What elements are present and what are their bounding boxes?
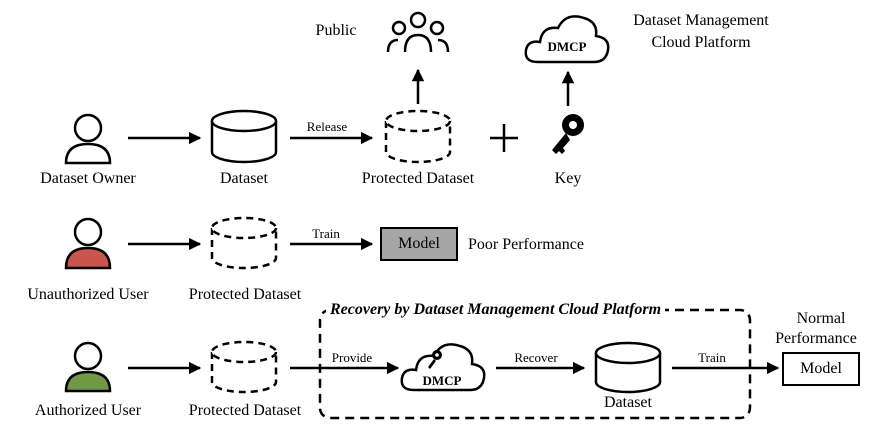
cloud-title-line2: Cloud Platform (651, 34, 751, 51)
dmcp-cloud-icon-2 (400, 343, 486, 392)
public-group-icon (386, 11, 450, 53)
key-label: Key (554, 170, 582, 187)
dataset-owner-label: Dataset Owner (40, 170, 136, 187)
dataset-label: Dataset (220, 170, 268, 187)
recover-label: Recover (514, 350, 558, 365)
dmcp-cloud-text-2: DMCP (422, 373, 462, 388)
unauthorized-user-icon (64, 217, 112, 270)
model-poor: Model (380, 227, 458, 261)
release-label: Release (306, 119, 348, 134)
normal-performance-line1: Normal (796, 310, 846, 327)
unauthorized-user-label: Unauthorized User (27, 286, 149, 303)
public-label: Public (315, 22, 357, 39)
recovery-box (318, 308, 752, 420)
protected-dataset-label-2: Protected Dataset (188, 286, 302, 303)
protected-dataset-label-3: Protected Dataset (188, 402, 302, 419)
authorized-user-label: Authorized User (34, 402, 142, 419)
key-icon (552, 114, 584, 154)
train-label-normal: Train (698, 350, 726, 365)
plus-icon (490, 124, 518, 152)
normal-performance-line2: Performance (775, 330, 857, 347)
dmcp-cloud-text: DMCP (547, 39, 587, 54)
poor-performance-label: Poor Performance (468, 236, 584, 253)
dataset-owner-icon (64, 113, 112, 165)
train-label-poor: Train (312, 226, 340, 241)
protected-dataset-label: Protected Dataset (361, 170, 475, 187)
recovered-dataset-label: Dataset (604, 394, 652, 411)
authorized-user-icon (64, 341, 112, 393)
protected-dataset-icon-2 (210, 216, 278, 270)
recovery-title: Recovery by Dataset Management Cloud Pla… (326, 301, 666, 319)
protected-dataset-icon-3 (210, 340, 278, 394)
cloud-title-line1: Dataset Management (633, 12, 769, 29)
recovered-dataset-icon (594, 341, 662, 394)
dmcp-cloud-icon (524, 15, 610, 64)
provide-label: Provide (331, 350, 373, 365)
protected-dataset-icon (384, 109, 452, 164)
key-icon-small (428, 350, 442, 369)
model-normal: Model (782, 352, 860, 386)
dataset-icon (210, 109, 278, 164)
